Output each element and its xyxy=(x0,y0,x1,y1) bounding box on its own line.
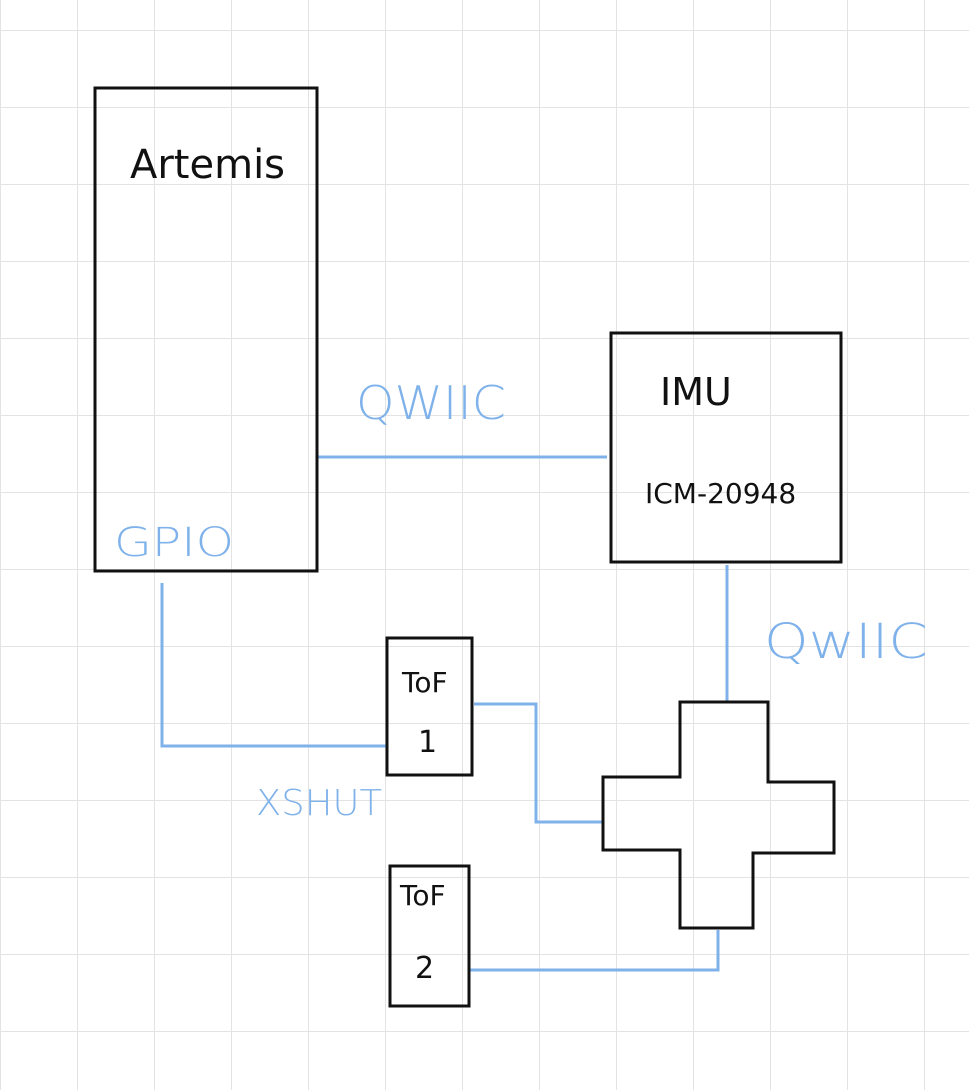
imu-block: IMU ICM-20948 xyxy=(609,331,843,564)
wires xyxy=(160,455,729,972)
tof2-title: ToF xyxy=(399,879,446,912)
artemis-label: Artemis xyxy=(130,142,285,188)
tof2-hub-wire xyxy=(468,930,720,972)
gpio-label: GPIO xyxy=(114,520,234,566)
connection-labels: QWIIC QwIIC GPIO XSHUT xyxy=(114,376,928,824)
tof1-title: ToF xyxy=(401,666,448,699)
qwiic-label-right: QwIIC xyxy=(764,614,928,670)
tof2-box xyxy=(388,864,471,1008)
artemis-block: Artemis xyxy=(93,86,319,573)
qwiic-label-top: QWIIC xyxy=(356,376,506,430)
tof1-box xyxy=(385,636,474,777)
tof1-hub-wire xyxy=(474,702,602,824)
gpio-xshut-wire xyxy=(160,583,387,748)
tof2-number: 2 xyxy=(415,951,434,986)
tof1-number: 1 xyxy=(418,725,437,760)
imu-box xyxy=(609,331,843,564)
xshut-label: XSHUT xyxy=(256,783,382,824)
imu-title: IMU xyxy=(660,370,732,414)
tof1-block: ToF 1 xyxy=(385,636,474,777)
tof2-block: ToF 2 xyxy=(388,864,471,1008)
qwiic-hub-icon xyxy=(601,700,836,930)
imu-part-number: ICM-20948 xyxy=(645,477,796,510)
artemis-box xyxy=(93,86,319,573)
